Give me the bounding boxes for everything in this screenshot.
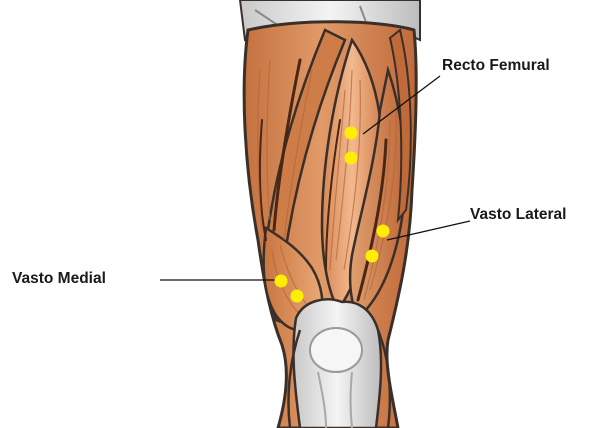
marker-vasto-medial-1 — [275, 275, 288, 288]
marker-recto-femural-2 — [345, 152, 358, 165]
label-recto-femural: Recto Femural — [442, 58, 550, 74]
marker-recto-femural-1 — [345, 127, 358, 140]
label-vasto-medial: Vasto Medial — [12, 271, 106, 287]
marker-vasto-medial-2 — [291, 290, 304, 303]
label-vasto-lateral: Vasto Lateral — [470, 207, 567, 223]
marker-vasto-lateral-2 — [366, 250, 379, 263]
marker-vasto-lateral-1 — [377, 225, 390, 238]
